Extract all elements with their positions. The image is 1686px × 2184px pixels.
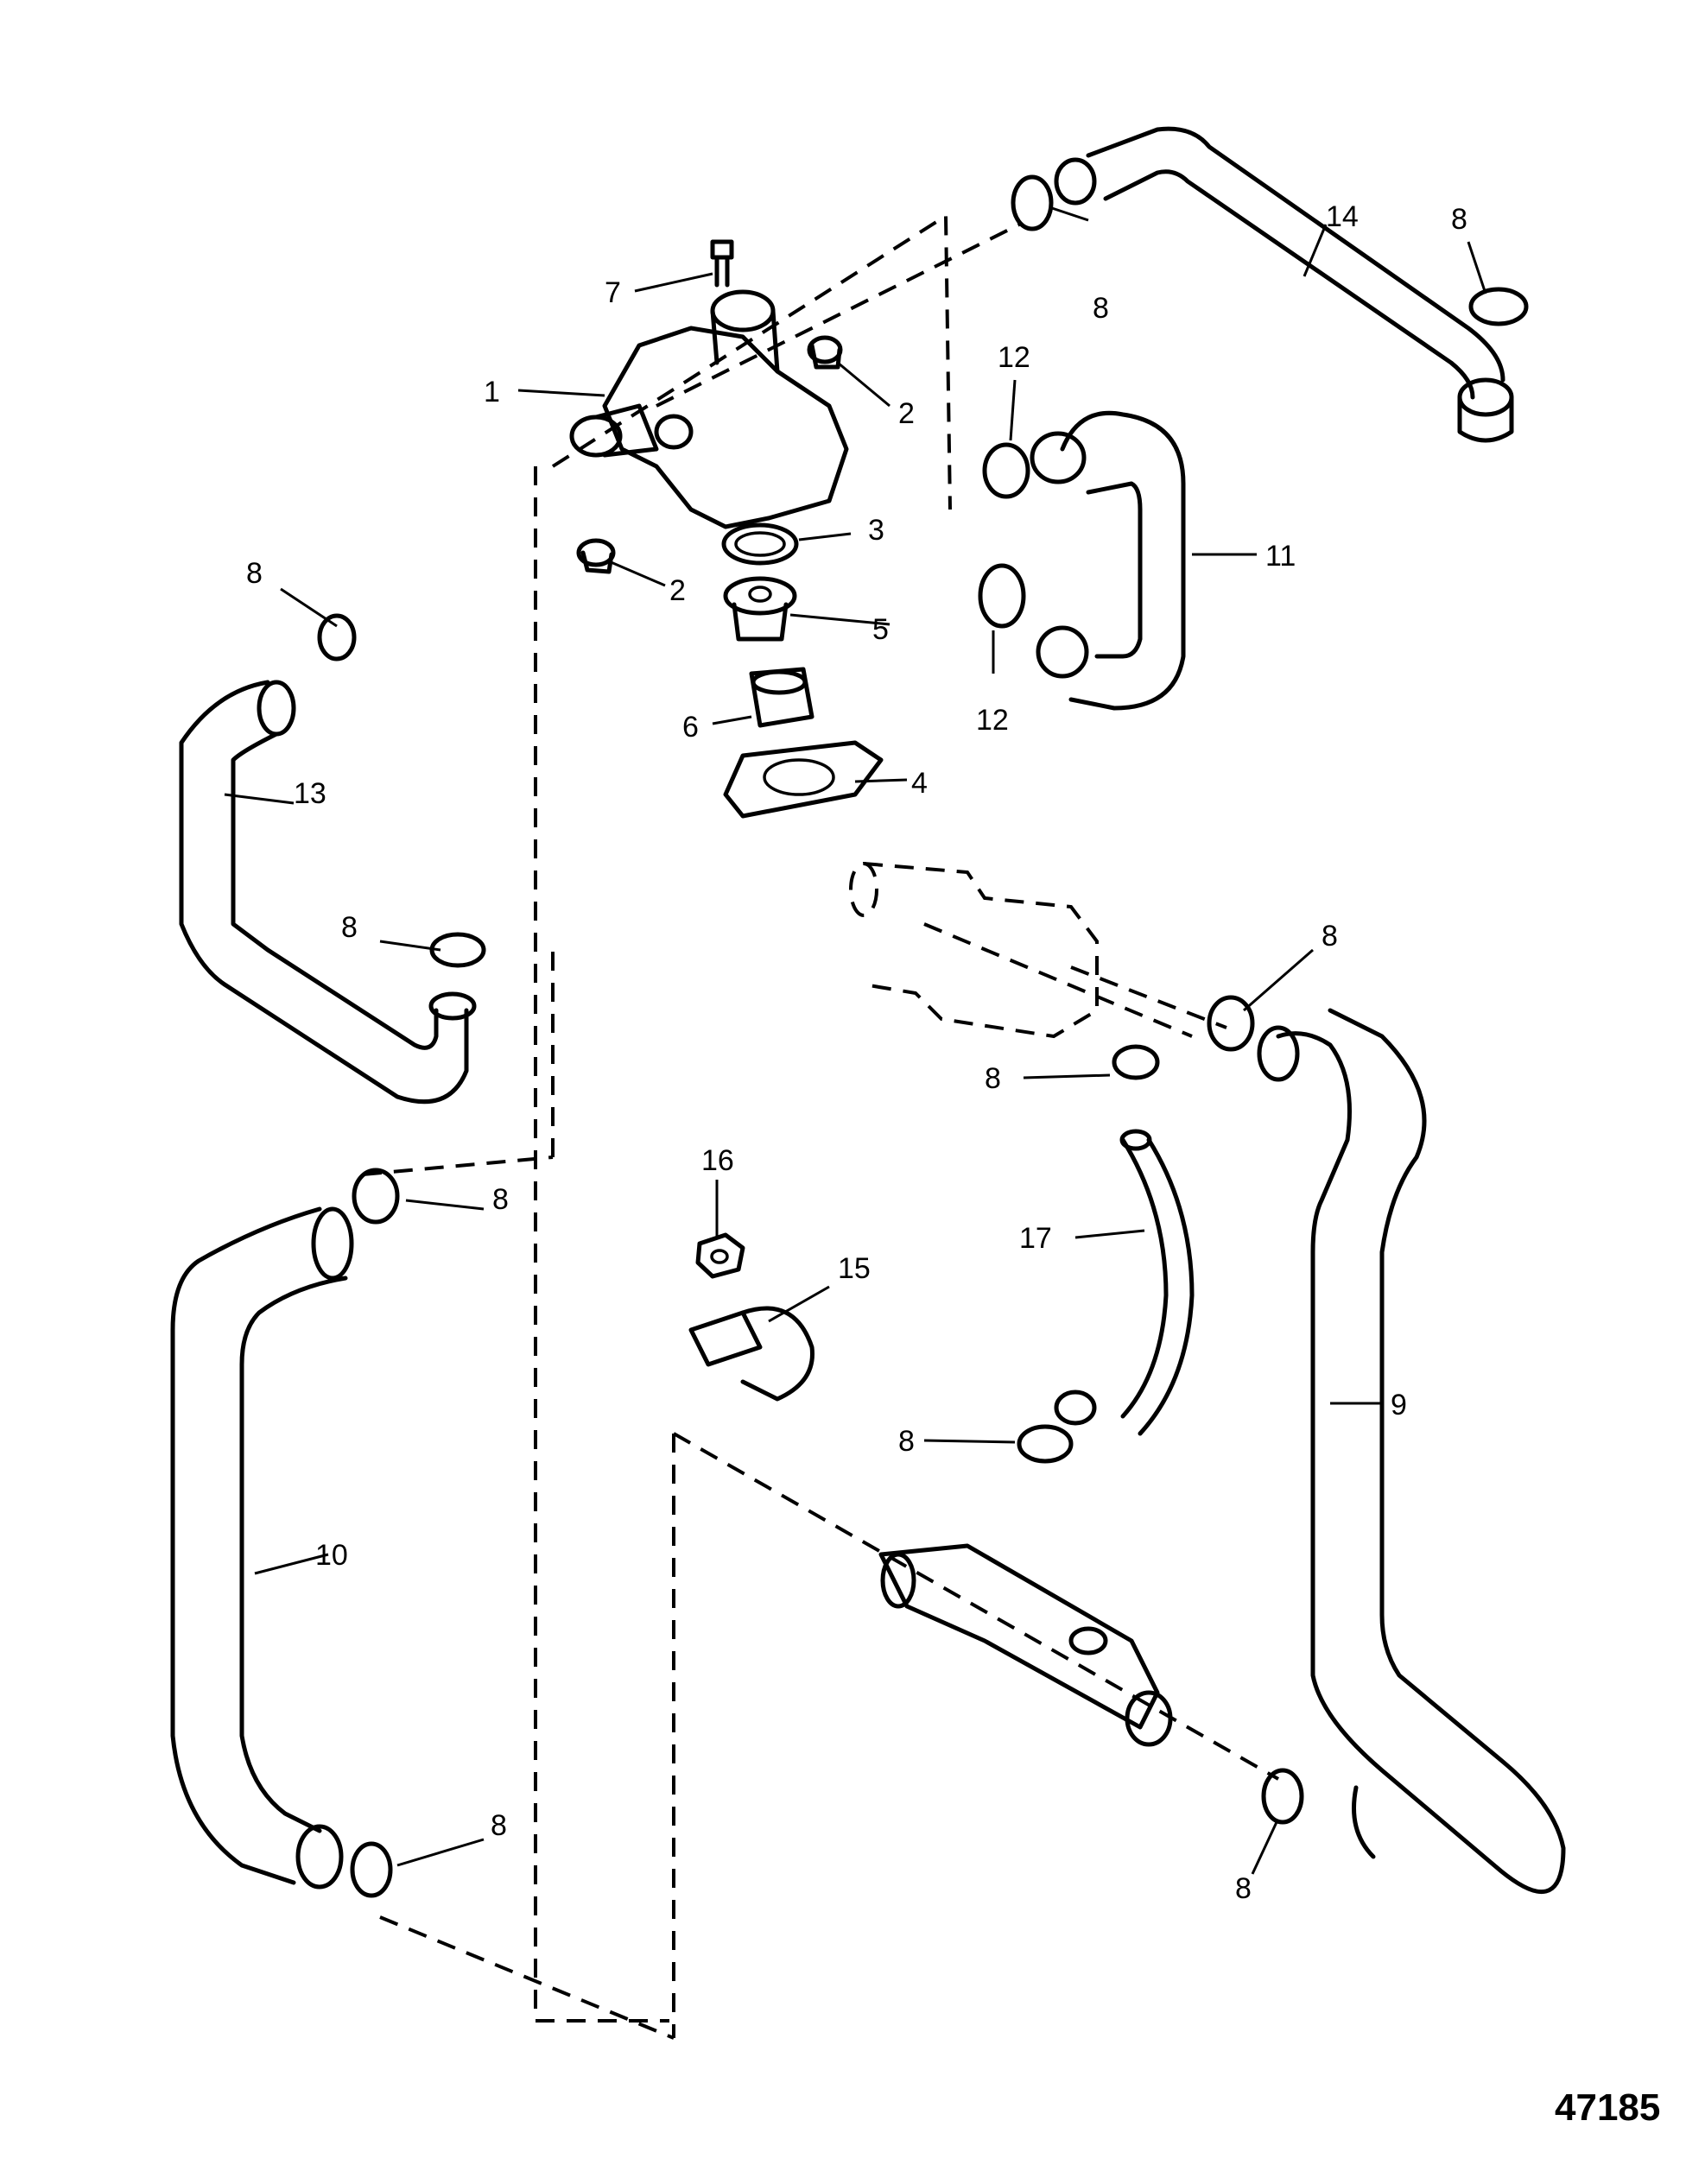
callout-8: 8 [1093, 292, 1109, 325]
callout-5: 5 [872, 613, 889, 646]
hose-13 [179, 680, 477, 1105]
callout-1: 1 [484, 376, 500, 408]
callout-8: 8 [246, 557, 263, 590]
callout-10: 10 [315, 1539, 348, 1572]
callout-8: 8 [898, 1425, 915, 1458]
callout-15: 15 [838, 1252, 871, 1285]
assembly-lines [362, 212, 1279, 2040]
callout-12: 12 [976, 704, 1009, 737]
callout-7: 7 [605, 276, 621, 309]
gasket [723, 740, 884, 819]
callout-8: 8 [1235, 1872, 1252, 1905]
callout-13: 13 [294, 777, 326, 810]
hose-10 [170, 1206, 354, 1890]
callout-8: 8 [1322, 920, 1338, 953]
callout-2: 2 [898, 397, 915, 430]
callout-8: 8 [1451, 203, 1467, 236]
callout-4: 4 [911, 767, 928, 800]
nut [695, 1232, 745, 1279]
thermostat-housing [569, 289, 849, 529]
callout-labels: 1 2 2 3 4 5 6 7 8 8 8 8 8 8 8 8 8 8 9 10… [246, 200, 1467, 1905]
cooler [878, 1543, 1173, 1747]
callout-9: 9 [1391, 1389, 1407, 1421]
callout-8: 8 [985, 1062, 1001, 1095]
callout-6: 6 [682, 711, 699, 744]
hose-clamps [317, 174, 1529, 1898]
pipe-plug-lower [576, 538, 616, 574]
bolt [710, 239, 734, 288]
callout-3: 3 [868, 514, 884, 547]
callout-8: 8 [341, 911, 358, 944]
callout-16: 16 [701, 1144, 734, 1177]
thermostat-sleeve [749, 667, 814, 728]
heat-exchanger-reference [849, 862, 1099, 1039]
seal-ring [721, 522, 799, 566]
callout-12: 12 [998, 341, 1030, 374]
callout-2: 2 [669, 574, 686, 607]
figure-number: 47185 [1555, 2086, 1660, 2129]
callout-8: 8 [491, 1809, 507, 1842]
pipe-plug-upper [807, 335, 843, 370]
callout-11: 11 [1265, 540, 1296, 573]
leader-lines [224, 206, 1487, 1875]
callout-14: 14 [1326, 200, 1359, 233]
hose-17 [1054, 1129, 1195, 1436]
hose-11 [1030, 410, 1186, 711]
hose-9 [1257, 1008, 1566, 1895]
hose-clamp-bracket [688, 1306, 814, 1402]
callout-8: 8 [492, 1183, 509, 1216]
callout-17: 17 [1019, 1222, 1052, 1255]
hose-14 [1054, 126, 1514, 443]
thermostat [723, 576, 797, 642]
